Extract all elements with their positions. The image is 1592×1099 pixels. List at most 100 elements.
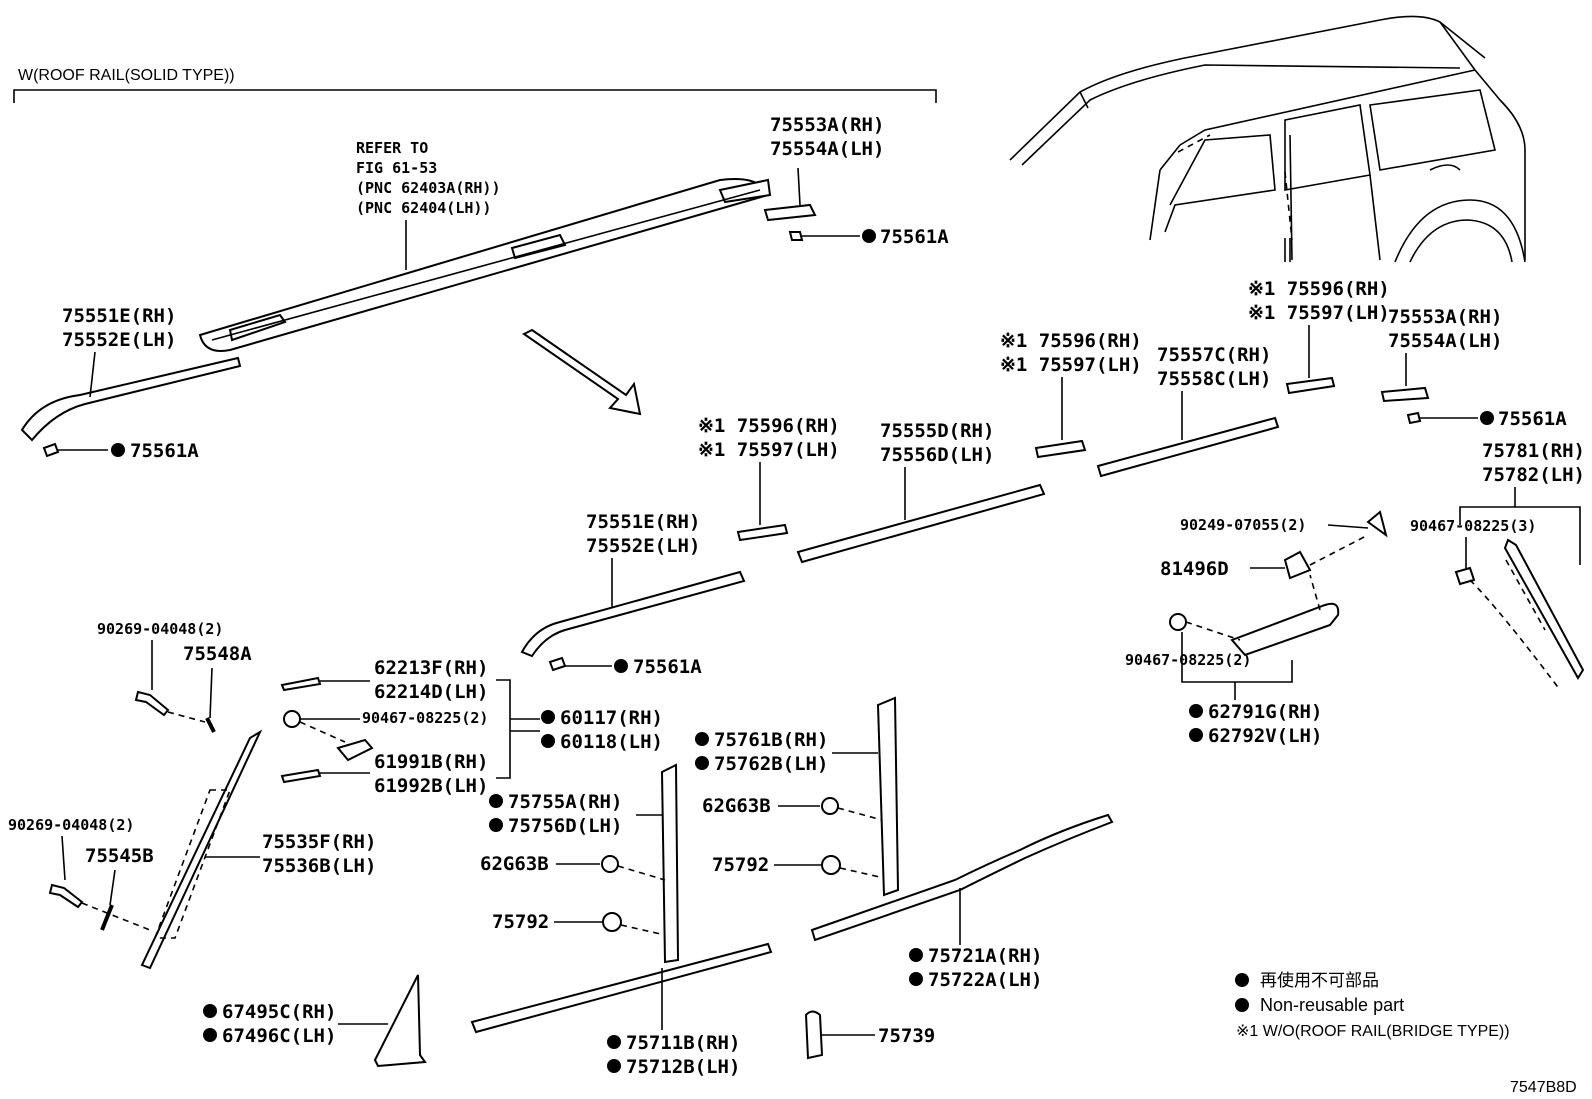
label-67496C: 67496C(LH) xyxy=(222,1025,336,1047)
part-75755A xyxy=(660,763,680,964)
non-reusable-mark xyxy=(695,756,709,770)
label-81496D: 81496D xyxy=(1160,558,1229,580)
label-75561A-1: 75561A xyxy=(880,226,949,248)
label-75711B: 75711B(RH) xyxy=(626,1032,740,1054)
part-75553A-right xyxy=(1380,386,1430,403)
label-75545B: 75545B xyxy=(85,845,154,867)
non-reusable-mark xyxy=(607,1035,621,1049)
label-75792-1: 75792 xyxy=(492,911,549,933)
direction-arrow xyxy=(522,328,642,416)
clip-75545B xyxy=(100,904,114,931)
section-bracket xyxy=(13,89,937,103)
label-75561A-2: 75561A xyxy=(130,440,199,462)
section-title: W(ROOF RAIL(SOLID TYPE)) xyxy=(18,67,235,84)
label-75552E-2: 75552E(LH) xyxy=(586,535,700,557)
legend-en: Non-reusable part xyxy=(1260,995,1404,1015)
label-75597-3: ※1 75597(LH) xyxy=(1248,302,1390,324)
part-75596-mid xyxy=(736,523,789,542)
non-reusable-mark xyxy=(1480,411,1494,425)
label-75761B: 75761B(RH) xyxy=(714,729,828,751)
non-reusable-mark xyxy=(607,1059,621,1073)
label-75554A-2: 75554A(LH) xyxy=(1388,330,1502,352)
legend-note: ※1 W/O(ROOF RAIL(BRIDGE TYPE)) xyxy=(1236,1023,1510,1040)
non-reusable-mark xyxy=(862,229,876,243)
part-75551E-mid xyxy=(520,570,746,658)
non-reusable-mark xyxy=(541,710,555,724)
clip-90249 xyxy=(1366,510,1388,538)
non-reusable-mark xyxy=(203,1028,217,1042)
label-62791G: 62791G(RH) xyxy=(1208,701,1322,723)
part-61991B xyxy=(280,768,322,784)
label-75722A: 75722A(LH) xyxy=(928,969,1042,991)
label-75552E-1: 75552E(LH) xyxy=(62,329,176,351)
part-75596-upper xyxy=(1034,439,1087,459)
label-75535F: 75535F(RH) xyxy=(262,831,376,853)
label-75755A: 75755A(RH) xyxy=(508,791,622,813)
part-75739 xyxy=(804,1010,824,1060)
non-reusable-mark xyxy=(111,443,125,457)
non-reusable-mark xyxy=(489,818,503,832)
label-75597-2: ※1 75597(LH) xyxy=(1000,354,1142,376)
clip-75561A-mid xyxy=(548,656,567,672)
part-75557C xyxy=(1096,416,1280,478)
bolt-90467-2a xyxy=(283,710,301,728)
part-62791G xyxy=(1230,602,1340,657)
part-67495C xyxy=(373,974,427,1068)
label-75762B: 75762B(LH) xyxy=(714,753,828,775)
label-75553A-2: 75553A(RH) xyxy=(1388,306,1502,328)
label-75597-1: ※1 75597(LH) xyxy=(698,439,840,461)
non-reusable-mark xyxy=(1189,704,1203,718)
screw-90269-2 xyxy=(48,883,84,909)
clip-62G63B-1 xyxy=(601,855,619,873)
clip-62G63B-2 xyxy=(821,797,839,815)
label-60118: 60118(LH) xyxy=(560,731,663,753)
non-reusable-mark xyxy=(695,732,709,746)
label-90467-3: 90467-08225(3) xyxy=(1410,517,1536,535)
label-75561A-3: 75561A xyxy=(1498,408,1567,430)
label-67495C: 67495C(RH) xyxy=(222,1001,336,1023)
label-75721A: 75721A(RH) xyxy=(928,945,1042,967)
label-90467-2b: 90467-08225(2) xyxy=(1125,651,1251,669)
part-75555D xyxy=(796,483,1046,564)
label-90467-2a: 90467-08225(2) xyxy=(362,709,488,727)
part-62213F xyxy=(280,676,322,692)
label-75557C: 75557C(RH) xyxy=(1157,344,1271,366)
screw-90269-1 xyxy=(134,690,170,717)
part-75781 xyxy=(1503,538,1585,680)
part-75761B xyxy=(876,696,900,897)
label-62G63B-1: 62G63B xyxy=(480,853,549,875)
clip-75561A-top xyxy=(788,231,804,241)
non-reusable-mark xyxy=(1189,728,1203,742)
label-62213F: 62213F(RH) xyxy=(374,657,488,679)
label-75548A: 75548A xyxy=(183,643,252,665)
label-75712B: 75712B(LH) xyxy=(626,1056,740,1078)
part-75596-right xyxy=(1285,376,1336,395)
label-75782: 75782(LH) xyxy=(1482,464,1585,486)
non-reusable-mark xyxy=(541,734,555,748)
part-75711B xyxy=(470,942,773,1034)
label-61992B: 61992B(LH) xyxy=(374,775,488,797)
clip-75792-2 xyxy=(821,855,841,875)
label-75739: 75739 xyxy=(878,1025,935,1047)
label-75558C: 75558C(LH) xyxy=(1157,368,1271,390)
bolt-90467-2b xyxy=(1169,613,1187,631)
refer-line-4: (PNC 62404(LH)) xyxy=(356,199,491,217)
label-75556D: 75556D(LH) xyxy=(880,444,994,466)
refer-line-1: REFER TO xyxy=(356,139,428,157)
label-61991B: 61991B(RH) xyxy=(374,751,488,773)
label-60117: 60117(RH) xyxy=(560,707,663,729)
clip-75561A-left xyxy=(42,442,60,458)
legend-mark-jp xyxy=(1235,973,1249,987)
non-reusable-mark xyxy=(909,948,923,962)
non-reusable-mark xyxy=(489,794,503,808)
label-75553A-1: 75553A(RH) xyxy=(770,114,884,136)
label-75756D: 75756D(LH) xyxy=(508,815,622,837)
refer-line-3: (PNC 62403A(RH)) xyxy=(356,179,501,197)
label-75536B: 75536B(LH) xyxy=(262,855,376,877)
label-75551E-1: 75551E(RH) xyxy=(62,305,176,327)
clip-75561A-right xyxy=(1406,411,1422,425)
part-75553A-top xyxy=(763,203,817,222)
legend-mark-en xyxy=(1235,998,1249,1012)
bolt-90467-3 xyxy=(1454,566,1476,586)
